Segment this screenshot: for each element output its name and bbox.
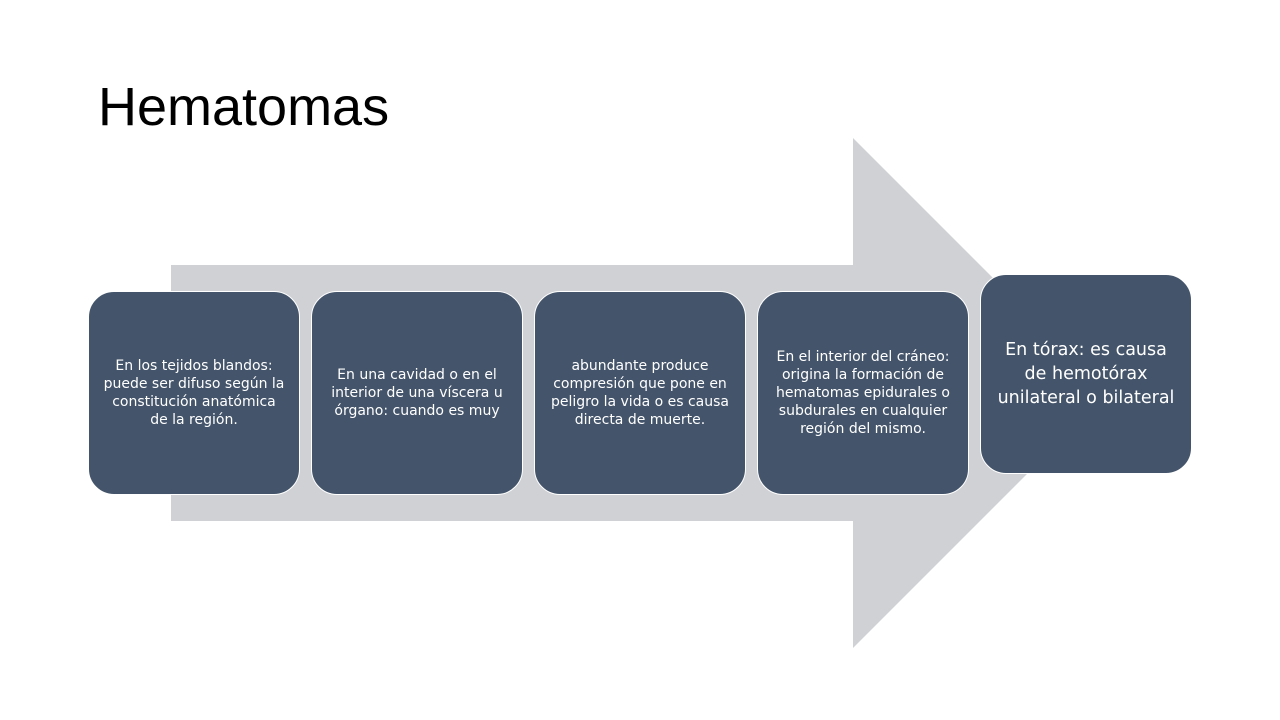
step-text-3: abundante produce compresión que pone en… — [550, 358, 730, 428]
step-text-2: En una cavidad o en el interior de una v… — [331, 367, 503, 419]
step-text-5: En tórax: es causa de hemotórax unilater… — [997, 340, 1175, 408]
step-box-3: abundante produce compresión que pone en… — [534, 291, 746, 495]
step-box-4: En el interior del cráneo: origina la fo… — [757, 291, 969, 495]
step-text-4: En el interior del cráneo: origina la fo… — [775, 349, 950, 437]
step-box-1: En los tejidos blandos: puede ser difuso… — [88, 291, 300, 495]
slide-title: Hematomas — [98, 77, 390, 137]
step-box-5: En tórax: es causa de hemotórax unilater… — [980, 274, 1192, 474]
step-box-2: En una cavidad o en el interior de una v… — [311, 291, 523, 495]
step-text-1: En los tejidos blandos: puede ser difuso… — [103, 358, 285, 428]
